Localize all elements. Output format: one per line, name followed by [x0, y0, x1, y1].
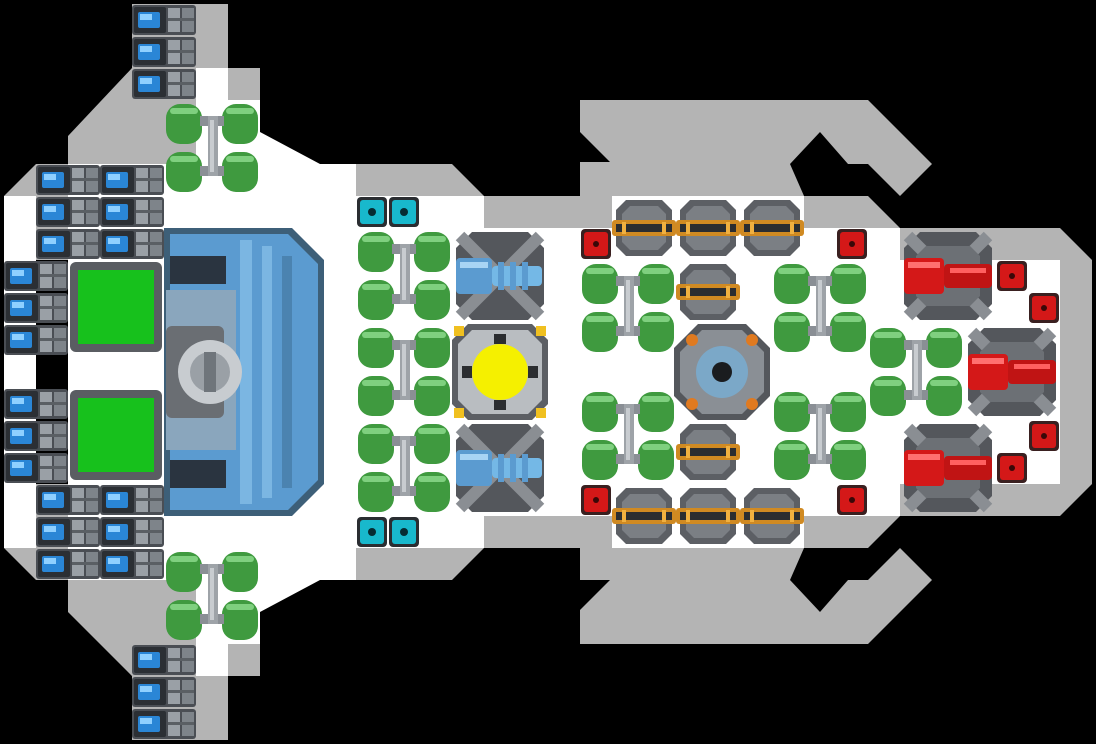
- hatch-upper[interactable]: [70, 262, 162, 352]
- thruster-upper: [456, 232, 544, 320]
- gyro-hub: [674, 324, 770, 420]
- reactor-core[interactable]: [452, 324, 548, 420]
- hatch-lower[interactable]: [70, 390, 162, 480]
- thruster-lower: [456, 424, 544, 512]
- wing-notches: [580, 132, 900, 612]
- battery-bank-bottom: [132, 645, 196, 739]
- cockpit: [164, 228, 324, 516]
- battery-bank-top: [132, 5, 196, 99]
